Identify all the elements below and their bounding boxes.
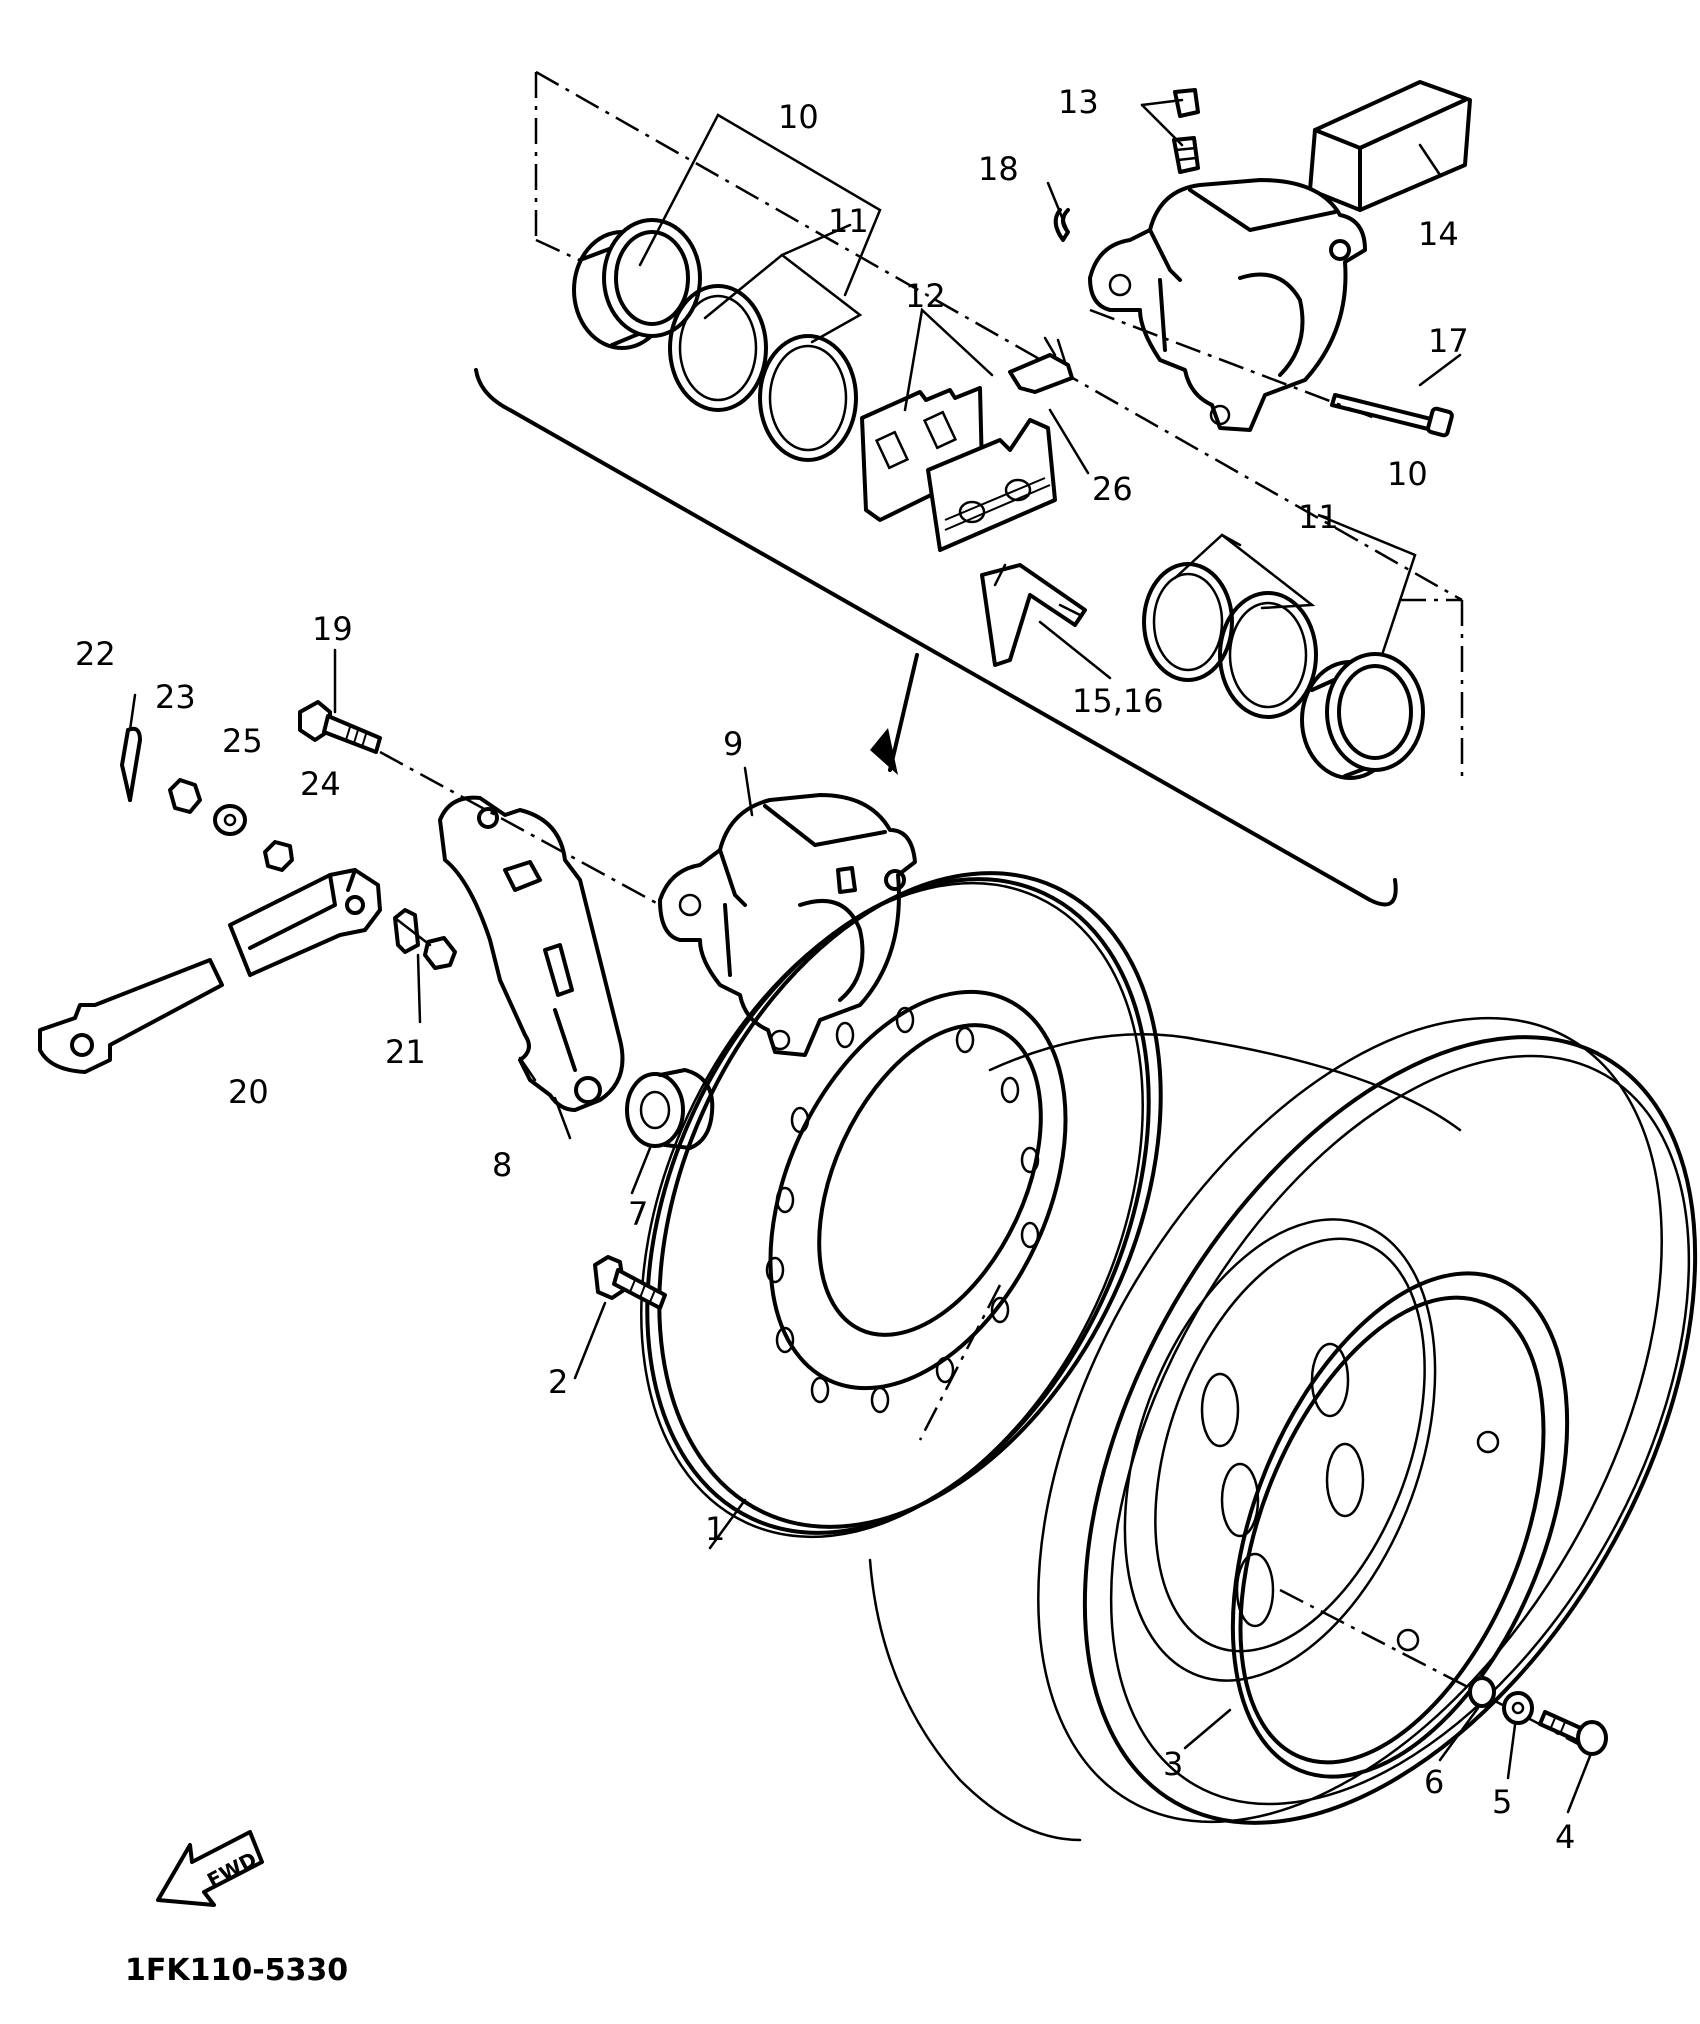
callout-13: 13 xyxy=(1058,83,1099,121)
callout-4: 4 xyxy=(1555,1818,1575,1856)
callout-24: 24 xyxy=(300,765,341,803)
wheel-hub xyxy=(1123,1218,1437,1682)
callout-labels: 1 2 3 4 5 6 7 8 9 10 10 11 11 12 13 14 1… xyxy=(75,83,1575,1856)
piston-seal-left-2 xyxy=(758,334,858,462)
callout-12: 12 xyxy=(905,277,946,315)
brake-disc-1 xyxy=(640,871,1163,1539)
callout-17: 17 xyxy=(1428,322,1469,360)
piston-seal-left-1 xyxy=(668,284,768,412)
callout-26: 26 xyxy=(1092,470,1133,508)
clip-pin-18 xyxy=(1053,208,1070,242)
callout-19: 19 xyxy=(312,610,353,648)
brake-pad-inner xyxy=(860,386,984,522)
axis-line-19 xyxy=(379,750,661,907)
piston-10-left xyxy=(572,218,702,350)
callout-6: 6 xyxy=(1424,1763,1444,1801)
callout-11-upper: 11 xyxy=(828,202,869,240)
diagram-code: 1FK110-5330 xyxy=(125,1953,348,1988)
detail-frame xyxy=(474,70,1464,907)
callout-14: 14 xyxy=(1418,215,1459,253)
bleed-screw-13 xyxy=(1172,88,1200,174)
callout-2: 2 xyxy=(548,1363,568,1401)
callout-3: 3 xyxy=(1163,1745,1183,1783)
callout-21: 21 xyxy=(385,1033,426,1071)
lock-washer-5 xyxy=(1502,1691,1534,1725)
torque-rod-20 xyxy=(38,868,382,1074)
caliper-9 xyxy=(658,793,917,1057)
disc-bolt-2 xyxy=(593,1255,667,1310)
nut-23 xyxy=(168,778,202,814)
washer-6 xyxy=(1468,1676,1496,1708)
washer-24 xyxy=(263,840,294,872)
screw-4 xyxy=(1538,1710,1608,1756)
bolt-21 xyxy=(393,908,457,970)
callout-10-upper: 10 xyxy=(778,98,819,136)
callout-9: 9 xyxy=(723,725,743,763)
callout-20: 20 xyxy=(228,1073,269,1111)
caliper-bracket-8 xyxy=(438,795,625,1112)
cover-plate-3 xyxy=(1230,1271,1570,1779)
bolt-19 xyxy=(298,700,382,754)
callout-11-lower: 11 xyxy=(1298,498,1339,536)
wheel-rim xyxy=(868,1016,1698,1842)
callout-7: 7 xyxy=(628,1195,648,1233)
collar-7 xyxy=(625,1068,715,1150)
pad-clip-26 xyxy=(1008,336,1074,394)
axis-line-pin xyxy=(1089,308,1381,422)
axis-line-disc xyxy=(918,1284,1002,1441)
detail-arrow-head xyxy=(870,728,898,775)
callout-1: 1 xyxy=(705,1510,725,1548)
callout-8: 8 xyxy=(492,1146,512,1184)
pad-pin-17 xyxy=(1330,393,1454,438)
disc-vent-holes xyxy=(765,1006,1040,1414)
forward-arrow-icon: FWD xyxy=(156,1830,264,1907)
callout-10-lower: 10 xyxy=(1387,455,1428,493)
caliper-body-detail xyxy=(1088,178,1367,432)
piston-seal-right-1 xyxy=(1142,562,1234,682)
pad-cover-14 xyxy=(1308,80,1472,212)
brake-pad-outer xyxy=(926,418,1057,552)
washer-25 xyxy=(213,804,247,836)
callout-23: 23 xyxy=(155,678,196,716)
piston-10-right xyxy=(1300,652,1425,780)
piston-seal-right-2 xyxy=(1218,591,1318,719)
callout-25: 25 xyxy=(222,722,263,760)
pad-spring-15-16 xyxy=(980,563,1087,667)
callout-15-16: 15,16 xyxy=(1072,682,1164,720)
cotter-pin-22 xyxy=(120,726,142,802)
callout-5: 5 xyxy=(1492,1783,1512,1821)
callout-18: 18 xyxy=(978,150,1019,188)
leader-lines xyxy=(128,98,1592,1814)
callout-22: 22 xyxy=(75,635,116,673)
